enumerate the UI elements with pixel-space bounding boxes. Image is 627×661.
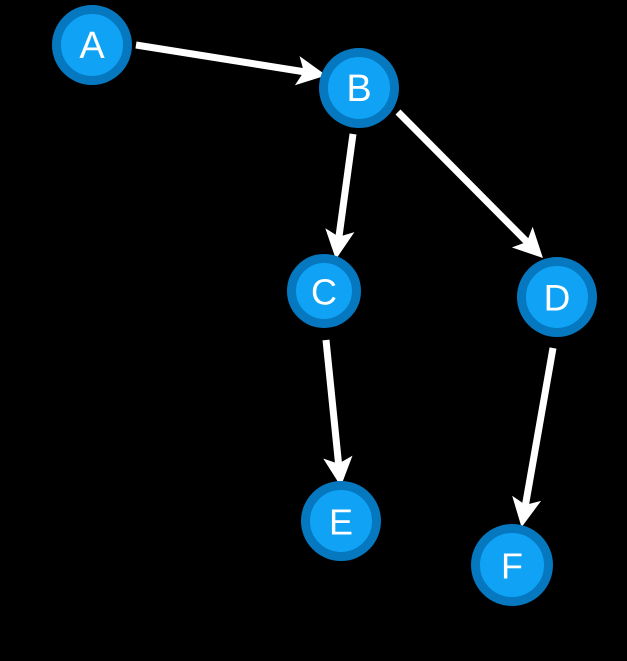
graph-node-f[interactable]: F [471,524,553,606]
node-label: B [346,68,371,110]
graph-node-e[interactable]: E [301,481,381,561]
graph-node-b[interactable]: B [319,48,399,128]
node-circle [301,481,381,561]
edges-layer [135,41,557,528]
graph-node-c[interactable]: C [287,254,361,328]
node-label: E [329,502,353,543]
graph-edge-d-f[interactable] [512,347,557,528]
graph-edge-c-e[interactable] [322,339,353,487]
node-label: D [544,278,571,319]
node-circle [287,254,361,328]
nodes-layer: A B C D E F [52,5,597,606]
graph-edge-a-b[interactable] [135,41,327,86]
graph-node-a[interactable]: A [52,5,132,85]
node-circle [471,524,553,606]
node-circle [52,5,132,85]
node-label: C [311,272,337,313]
graph-node-d[interactable]: D [517,257,597,337]
graph-edge-b-c[interactable] [325,133,357,260]
graph-edge-b-d[interactable] [395,109,543,258]
node-circle [319,48,399,128]
node-circle [517,257,597,337]
node-label: F [501,546,523,587]
node-label: A [79,25,105,67]
